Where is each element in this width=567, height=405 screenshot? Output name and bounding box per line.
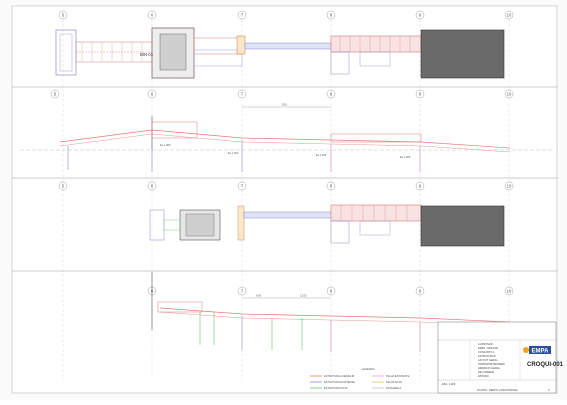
title-line: CONJUNTO 1	[478, 350, 495, 354]
axis-label: 6	[151, 289, 154, 294]
axis-label: 10	[507, 289, 512, 294]
axis-bubbles-row2: 5 6 7 8 9 10	[50, 89, 514, 99]
level-tag: EL 1.300	[228, 151, 239, 155]
axis-label: 7	[241, 13, 244, 18]
axis-label: 7	[241, 184, 244, 189]
roof-block	[420, 205, 505, 247]
axis-label: 8	[330, 13, 333, 18]
axis-label: 9	[419, 13, 422, 18]
title-line: TRANSPORTADORES	[478, 362, 505, 366]
legend-item: PASSARELA	[372, 386, 402, 390]
drawing-code: CROQUI-001	[527, 362, 564, 368]
title-line: LAYOUT GERAL	[478, 358, 498, 362]
axis-label: 9	[419, 184, 422, 189]
legend-label: TELHA NOVA	[386, 380, 402, 384]
legend-label: ESTRUTURA EXISTENTE	[324, 380, 355, 384]
company-logo: EMPA	[523, 346, 551, 355]
dimension-text: 25,0	[282, 103, 288, 107]
axis-label: 10	[507, 13, 512, 18]
plan-view-1: BIN-01	[55, 27, 505, 79]
sheet-title: PLANTA - PERFIL LONGITUDINAL	[477, 388, 518, 392]
axis-label: 6	[151, 184, 154, 189]
elevation-view-1: 25,0 EL 1.380 EL 1.300 EL 1.265 EL 1.305	[20, 103, 555, 172]
axis-label: 10	[507, 184, 512, 189]
dimension-text: 9,00	[256, 294, 262, 298]
axis-label: 5	[54, 92, 57, 97]
title-line: EMPA - MINA DE	[478, 346, 498, 350]
revision: 0	[548, 388, 550, 392]
level-tag: EL 1.380	[160, 143, 171, 147]
plan-view-2	[149, 204, 505, 247]
axis-bubbles-row1: 5 6 7 8 9 10	[58, 10, 514, 20]
axis-label: 10	[507, 92, 512, 97]
legend-label: ESTRUTURA NOVA	[324, 386, 348, 390]
title-line: ARRANJO GERAL	[478, 366, 500, 370]
axis-label: 6	[151, 92, 154, 97]
legend-item: TELHA NOVA	[372, 380, 402, 384]
title-line: ESTRUTURAS	[478, 354, 496, 358]
roof-block	[420, 29, 505, 79]
legend-item: ESTRUTURA EXISTENTE	[310, 380, 355, 384]
legend-title: LEGENDA	[362, 367, 375, 371]
legend-label: ESTRUTURA A DEMOLIR	[324, 374, 355, 378]
axis-label: 7	[241, 92, 244, 97]
axis-label: 5	[62, 184, 65, 189]
axis-label: 9	[419, 92, 422, 97]
legend-label: TELHA EXISTENTE	[386, 374, 410, 378]
axis-bubbles-row3: 5 6 7 8 9 10	[58, 181, 514, 191]
legend-item: TELHA EXISTENTE	[372, 374, 410, 378]
level-tag: EL 1.305	[400, 155, 411, 159]
axis-label: 5	[62, 13, 65, 18]
axis-label: 8	[330, 289, 333, 294]
title-line: DE CORREIA	[478, 370, 494, 374]
axis-label: 8	[330, 184, 333, 189]
company-name: EMPA	[532, 349, 550, 355]
axis-label: 7	[241, 289, 244, 294]
title-line: ESTUDO	[478, 374, 489, 378]
legend-item: ESTRUTURA A DEMOLIR	[310, 374, 355, 378]
axis-label: 6	[151, 13, 154, 18]
axis-bubbles-row4: 6 7 8 9 10	[147, 286, 514, 296]
legend: LEGENDA ESTRUTURA A DEMOLIR ESTRUTURA EX…	[310, 367, 410, 390]
title-line: A APROVAR	[478, 342, 493, 346]
plan-label: BIN-01	[140, 52, 154, 57]
axis-label: 8	[330, 92, 333, 97]
scale-text: ESC. 1:200	[442, 382, 456, 386]
axis-label: 9	[419, 289, 422, 294]
title-block: A APROVAR EMPA - MINA DE CONJUNTO 1 ESTR…	[437, 321, 564, 394]
level-tag: EL 1.265	[316, 153, 327, 157]
legend-label: PASSARELA	[386, 386, 402, 390]
dimension-text: 12,00	[300, 294, 307, 298]
legend-item: ESTRUTURA NOVA	[310, 386, 348, 390]
